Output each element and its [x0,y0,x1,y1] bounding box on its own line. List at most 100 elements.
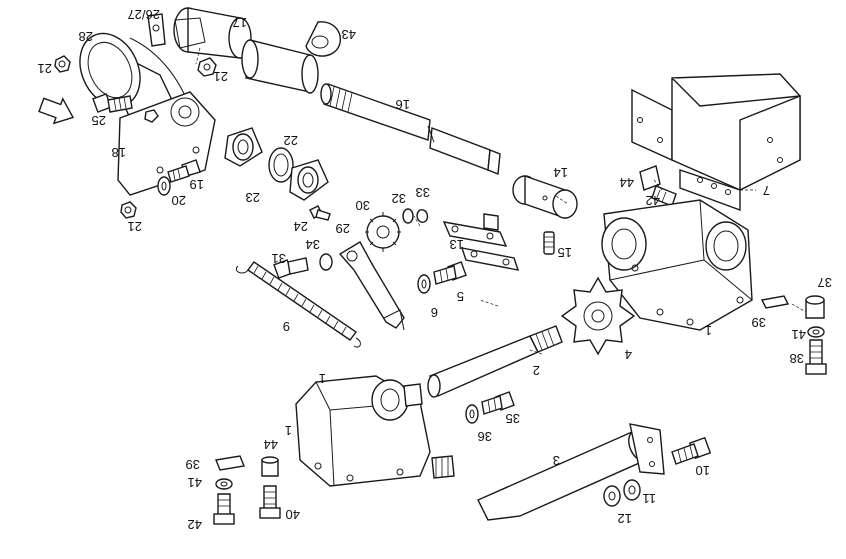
label-35: 35 [506,411,520,426]
label-3: 3 [553,453,560,468]
label-32: 32 [392,191,406,206]
nut-21-top-left [54,55,71,73]
bolt-31 [273,257,309,279]
label-14: 14 [554,165,568,180]
direction-arrow [38,97,75,125]
bolt-19 [167,159,201,183]
label-30: 30 [356,198,370,213]
label-37: 37 [818,275,832,290]
label-7: 7 [763,183,770,198]
chain-links-13 [442,213,520,271]
label-18: 18 [112,145,126,160]
label-41-bottom: 41 [188,475,202,490]
bolt-35 [481,391,515,415]
seal-ring-22 [268,147,294,183]
label-21-top-left: 21 [38,61,52,76]
bolt-25 [92,93,133,113]
circlip-33 [416,209,429,223]
mounting-frame-7 [631,73,801,212]
leader-lines [195,47,807,355]
clip-39-bottom [215,455,245,471]
label-38: 38 [790,351,804,366]
washer-20 [157,176,171,196]
label-39-bottom: 39 [186,457,200,472]
label-36: 36 [478,429,492,444]
label-28: 28 [79,29,93,44]
bolt-42-bottom [213,493,235,525]
washer-32 [402,208,414,224]
splined-shaft-16 [320,83,501,175]
label-34: 34 [306,237,320,252]
tension-spring-9 [235,261,361,348]
label-1-lower-side: 1 [285,423,292,438]
label-1-upper: 1 [705,323,712,338]
label-23: 23 [246,190,260,205]
lockwasher-11-12 [603,479,641,507]
label-6-middle: 6 [431,305,438,320]
label-21-left: 21 [128,219,142,234]
sprocket-4 [560,276,636,356]
label-44-bottom: 44 [264,437,278,452]
label-4: 4 [625,347,632,362]
small-nut-bracket [144,109,159,123]
spring-15 [543,231,555,255]
gearbox-1-upper [601,199,753,331]
label-15: 15 [558,245,572,260]
label-17: 17 [233,15,247,30]
label-29: 29 [336,221,350,236]
label-31: 31 [272,251,286,266]
gearbox-1-lower [295,375,455,487]
washer-36 [465,404,479,424]
cap-37 [805,295,825,319]
flange-bearing-23b [289,159,329,201]
bolt-24 [309,205,331,221]
label-25: 25 [92,113,106,128]
bolt-44-top [639,165,661,191]
label-9: 9 [283,319,290,334]
washer-41-right [807,326,825,338]
flange-plate-23 [224,127,263,167]
label-44-top: 44 [620,175,634,190]
sleeve-14 [512,175,578,219]
washer-6-middle [417,274,431,294]
label-2: 2 [533,363,540,378]
bolt-38 [805,339,827,375]
label-16: 16 [396,97,410,112]
lever-arm-29 [338,241,405,331]
label-13: 13 [450,237,464,252]
label-24: 24 [294,219,308,234]
clip-39-right [760,295,790,309]
bolt-5 [433,261,467,285]
label-40: 40 [286,507,300,522]
label-11: 11 [643,491,657,506]
shaft-2 [427,325,563,398]
label-21-top: 21 [214,69,228,84]
washer-41-bottom [215,478,233,490]
cap-44-bottom [261,456,279,477]
shaft-tube [241,39,319,94]
nut-21-top [197,57,217,77]
spring-clip-43 [305,21,342,57]
clamp-26-27 [147,13,166,47]
nut-21-left [120,201,137,219]
label-22: 22 [284,133,298,148]
label-10: 10 [696,463,710,478]
label-39-right: 39 [752,315,766,330]
label-42-bottom: 42 [188,517,202,532]
bolt-40 [259,485,281,519]
label-20: 20 [172,193,186,208]
tube-3 [477,423,665,521]
label-1-lower: 1 [319,371,326,386]
label-41-right: 41 [792,327,806,342]
label-26-27: 26/27 [127,7,160,22]
label-19: 19 [190,177,204,192]
bolt-10 [671,436,712,465]
label-12: 12 [618,511,632,526]
label-42-top: 42 [646,193,660,208]
label-33: 33 [416,185,430,200]
label-5: 5 [457,289,464,304]
part-labels: 28 26/27 17 43 21 21 21 25 18 19 20 16 2… [38,7,832,532]
washer-34 [319,253,333,271]
